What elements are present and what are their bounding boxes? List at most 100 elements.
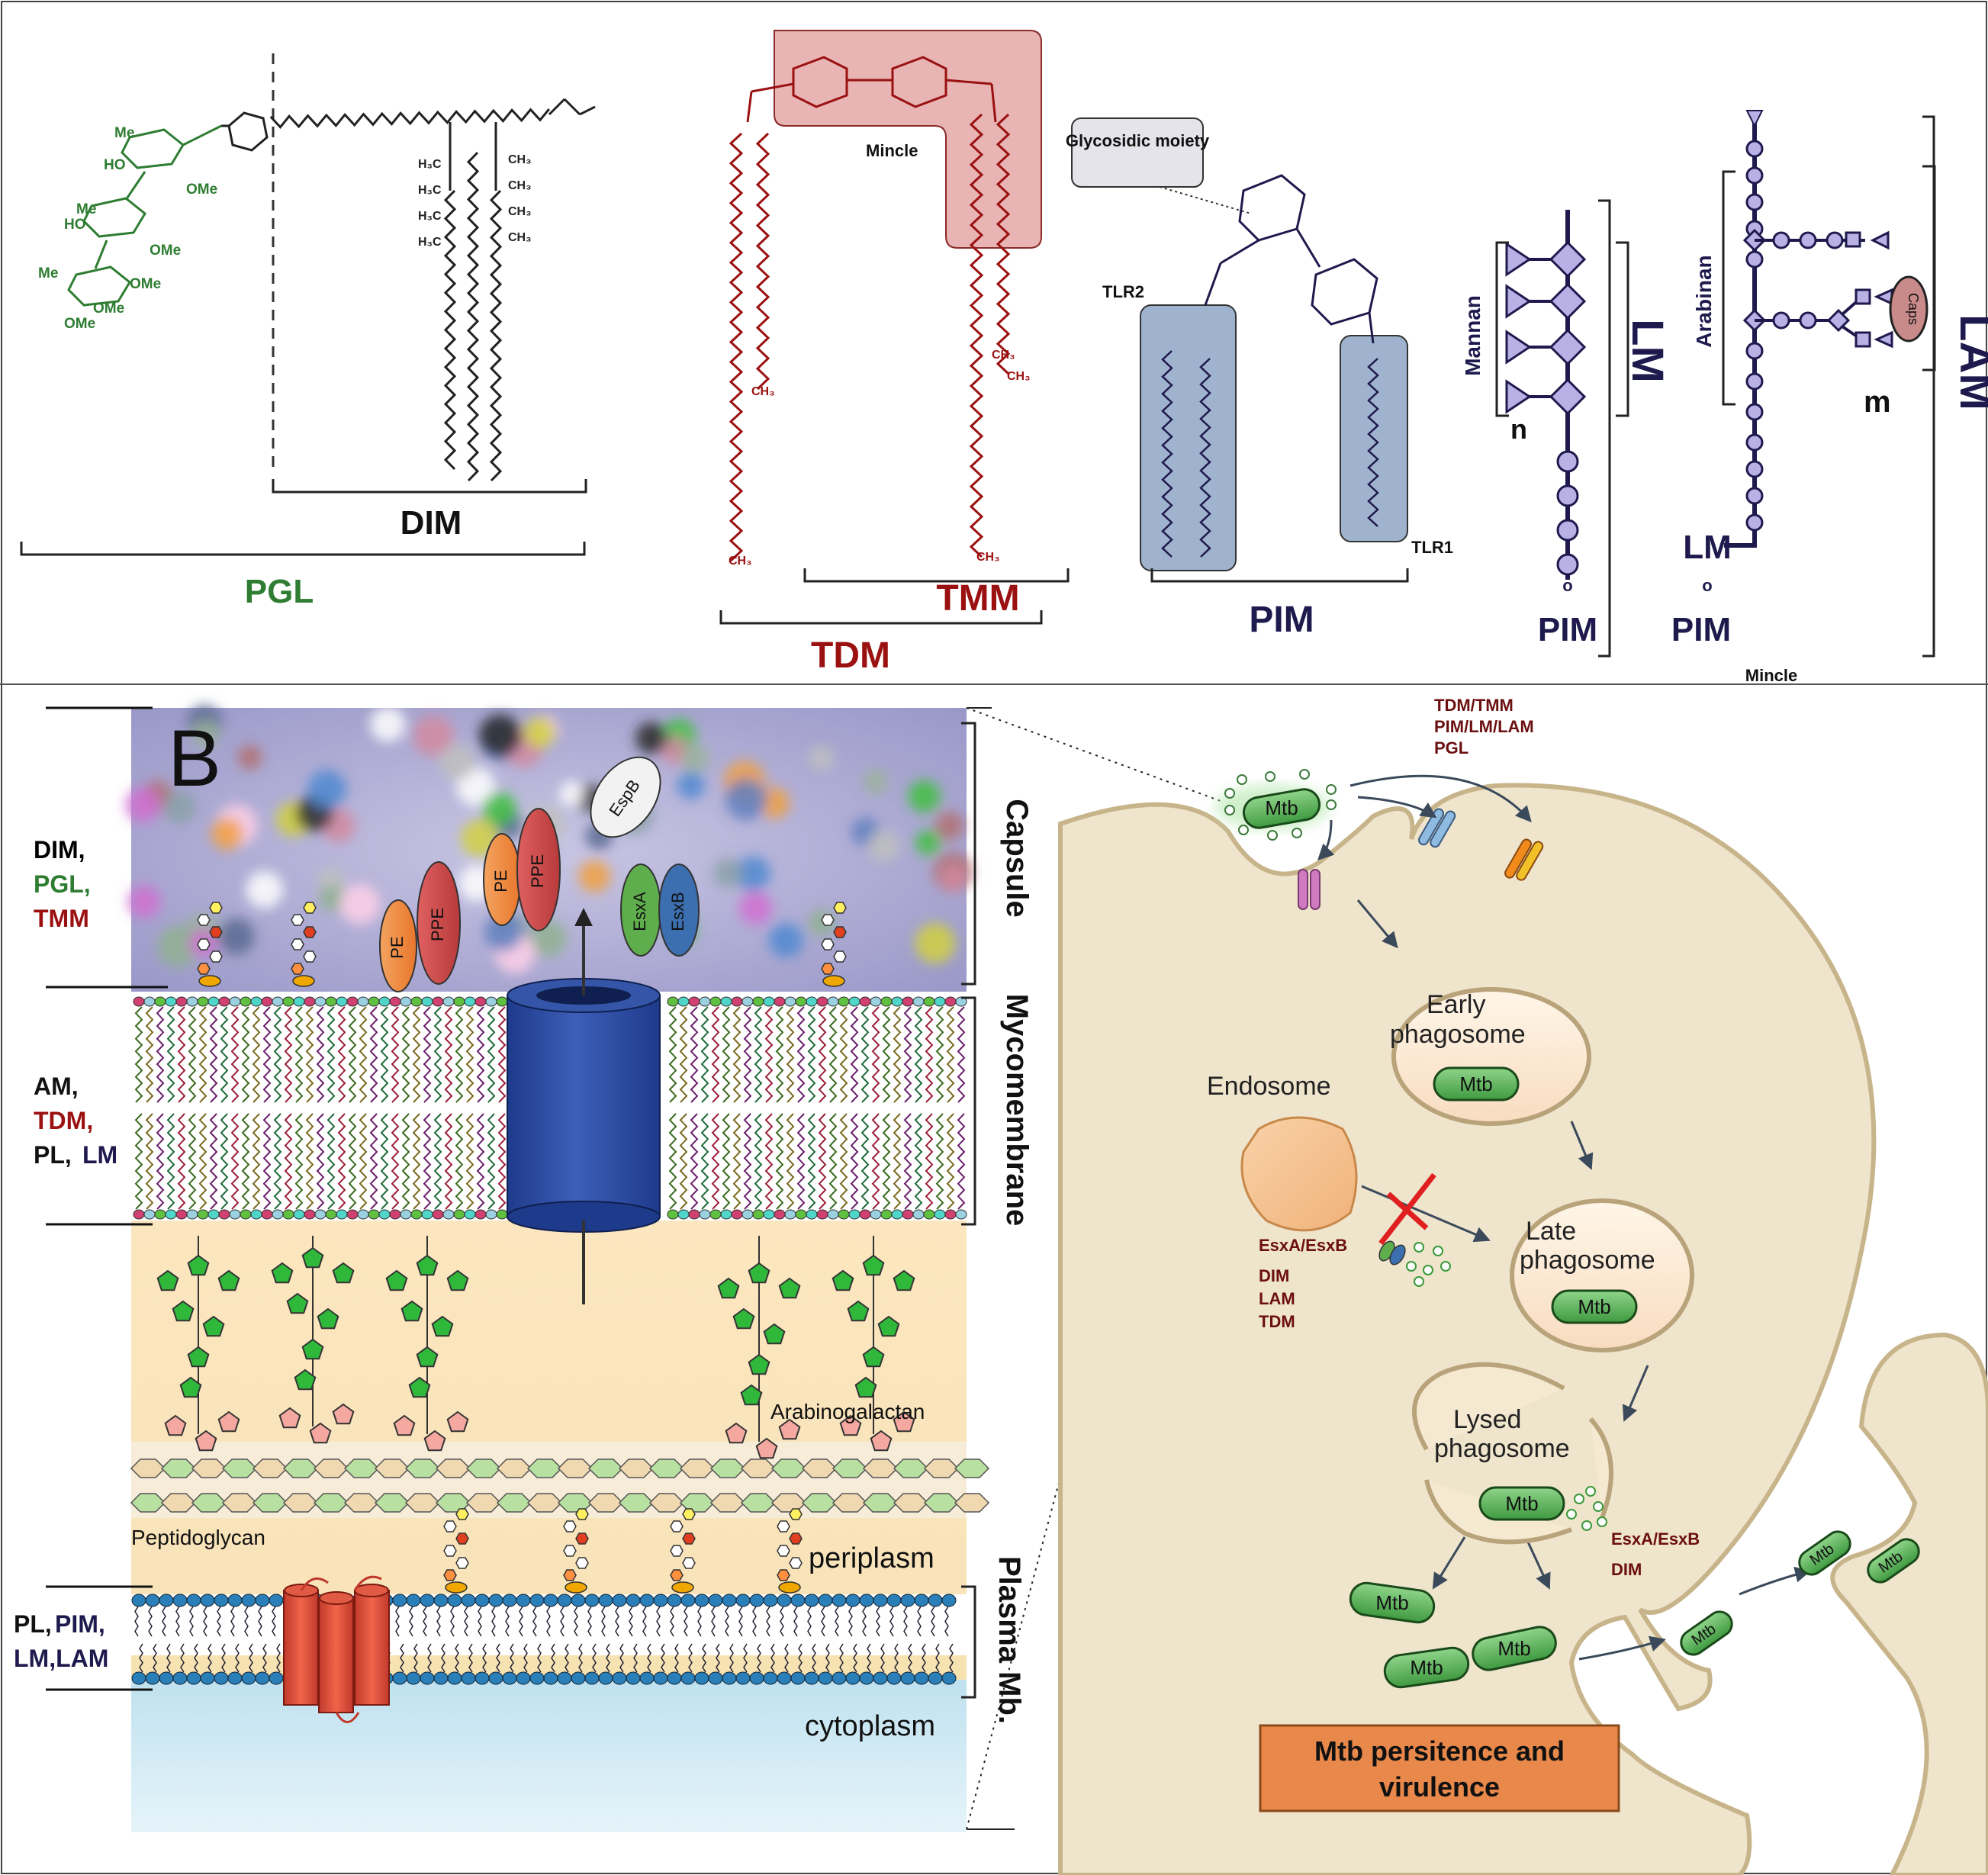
mycolic-chain	[743, 1006, 752, 1103]
lipid-vesicle	[1406, 1261, 1417, 1272]
lipid-headgroup	[400, 1209, 412, 1220]
mycolic-chain	[252, 1006, 261, 1103]
lipid-headgroup	[731, 996, 743, 1007]
esx-pore	[507, 908, 661, 1304]
capsule-blob	[578, 860, 611, 892]
lipid-headgroup	[432, 996, 444, 1007]
lipid-headgroup	[912, 1209, 925, 1220]
ag-sugar	[778, 1277, 801, 1299]
pathway-arrows	[1317, 774, 1812, 1661]
pim-chain	[1367, 358, 1379, 527]
plasma-tail	[867, 1643, 871, 1673]
mycolic-chain	[337, 1113, 346, 1210]
arabinose-square	[1855, 288, 1871, 305]
mycolic-chain	[198, 1006, 207, 1103]
lipid-headgroup	[752, 996, 764, 1007]
plasma-tail	[162, 1606, 166, 1637]
plasma-tail	[880, 1643, 885, 1673]
plasma-headgroup	[598, 1671, 613, 1685]
plasma-tail	[908, 1643, 912, 1673]
plasma-headgroup	[873, 1594, 888, 1607]
capsule-blob	[482, 792, 517, 827]
capsule-blob	[809, 745, 835, 771]
capsule-blob	[157, 925, 200, 968]
plasma-tail	[464, 1606, 468, 1637]
ligand-labels: TDM/TMM PIM/LM/LAM PGL	[1434, 696, 1534, 757]
myco-lipid-label: PL,	[34, 1141, 72, 1169]
plasma-headgroup	[763, 1671, 778, 1685]
arabinose-circle	[1745, 433, 1764, 452]
lipid-headgroup	[346, 1209, 359, 1220]
mycolic-chain	[914, 1006, 923, 1103]
lipid-headgroup	[336, 996, 348, 1007]
ppe-protein	[516, 808, 561, 931]
plasma-tail	[876, 1606, 880, 1637]
ag-sugar	[332, 1403, 355, 1425]
mycolic-chain	[711, 1006, 720, 1103]
plasma-tail	[674, 1643, 679, 1673]
plasma-headgroup	[227, 1671, 243, 1685]
arabinose-circle	[1772, 311, 1790, 330]
lipid-headgroup	[720, 996, 732, 1007]
plasma-headgroup	[626, 1594, 641, 1607]
tdm-chain	[729, 132, 744, 562]
mycolic-chain	[316, 1006, 325, 1103]
glycolipid-anchor	[778, 1581, 801, 1594]
glycan-unit	[670, 1569, 684, 1581]
lm-pim-label: PIM	[1538, 611, 1597, 648]
mycolic-chain	[380, 1113, 389, 1210]
capsule-blob	[191, 719, 220, 748]
capsule-lipid-label: PGL,	[34, 870, 91, 898]
mycolic-chain	[391, 1113, 400, 1210]
mycolic-chain	[433, 1006, 442, 1103]
lipid-headgroup	[272, 996, 284, 1007]
mycolic-chain	[882, 1006, 891, 1103]
plasma-tail	[944, 1606, 949, 1637]
plasma-tail	[894, 1643, 899, 1673]
plasma-tail	[862, 1606, 867, 1637]
outcome-box	[1259, 1724, 1620, 1812]
plasma-tail	[793, 1606, 798, 1637]
ligand-label: PIM/LM/LAM	[1434, 717, 1534, 736]
plasma-tail	[441, 1643, 446, 1673]
lipid-headgroup	[870, 996, 882, 1007]
lm-o-label: o	[1562, 576, 1572, 595]
plasma-headgroup	[584, 1594, 600, 1607]
plasma-lipid-label: LM,LAM	[14, 1645, 108, 1672]
ag-sugar	[217, 1410, 240, 1433]
lipid-headgroup	[731, 1209, 743, 1220]
lipid-headgroup	[378, 1209, 391, 1220]
lipid-headgroup	[827, 1209, 839, 1220]
plasma-headgroup	[722, 1671, 737, 1685]
lipid-headgroup	[891, 996, 903, 1007]
mycolic-chain	[198, 1113, 207, 1210]
plasma-headgroup	[598, 1594, 613, 1607]
lam-arabinan-units	[1742, 140, 1893, 532]
lipid-headgroup	[709, 1209, 722, 1220]
mycolic-chain	[348, 1113, 357, 1210]
mtb-label: Mtb	[1265, 796, 1298, 819]
mycolic-chain	[690, 1006, 699, 1103]
mannose-diamond	[1549, 282, 1587, 320]
plasma-tail	[633, 1643, 638, 1673]
ag-sugar	[408, 1376, 431, 1398]
phenol-ring	[227, 111, 269, 152]
mincle-footnote: Mincle	[1745, 666, 1797, 685]
mannose-triangle	[1505, 242, 1532, 277]
plasma-headgroup	[159, 1671, 174, 1685]
mtb-bacterium	[1551, 1289, 1638, 1324]
lipid-headgroup	[410, 1209, 423, 1220]
pgl-sugar-label: OMe	[186, 182, 217, 198]
methyl-label: H₃C	[418, 184, 442, 197]
mycolic-chain	[134, 1006, 143, 1103]
ag-sugar	[309, 1422, 332, 1444]
plasma-tail	[400, 1643, 404, 1673]
arabinose-circle	[1745, 166, 1764, 185]
plasma-tail	[413, 1643, 418, 1673]
glycan-unit	[291, 938, 304, 950]
mtb-label: Mtb	[1578, 1295, 1610, 1318]
plasma-tail	[427, 1643, 432, 1673]
plasma-headgroup	[186, 1594, 201, 1607]
